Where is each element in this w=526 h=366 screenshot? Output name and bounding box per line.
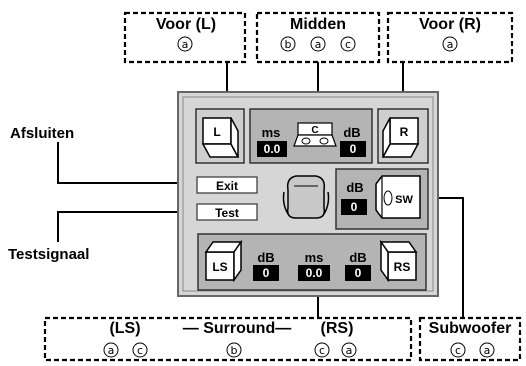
center-ms-value: 0.0 (264, 142, 281, 156)
surround-left-db-value: 0 (263, 266, 270, 280)
surround-ms-label: ms (305, 250, 324, 265)
mark-b-icon: b (280, 36, 296, 52)
svg-text:a: a (182, 38, 189, 51)
callout-front-left-title: Voor (L) (156, 16, 216, 33)
surround-ms-value: 0.0 (306, 266, 323, 280)
surround-ms-value-box[interactable] (298, 265, 330, 281)
mark-c-icon: c (340, 36, 356, 52)
test-button[interactable]: Test (196, 203, 258, 221)
callout-subwoofer-title: Subwoofer (429, 320, 512, 337)
center-speaker-label: C (311, 125, 318, 136)
center-speaker-icon[interactable]: C (293, 122, 337, 147)
callout-center-title: Midden (290, 16, 346, 33)
callout-front-left: Voor (L) a (123, 11, 247, 64)
listener-seat-icon (282, 175, 330, 219)
front-left-speaker-button[interactable]: L (195, 108, 245, 164)
surround-right-db-label: dB (349, 250, 366, 265)
mark-a-icon: a (479, 342, 495, 358)
mark-a-icon: a (442, 36, 458, 52)
center-module: ms 0.0 C dB 0 (249, 108, 373, 164)
mark-a-icon: a (341, 342, 357, 358)
settings-panel: L ms 0.0 C dB 0 R (177, 91, 439, 297)
front-right-speaker-button[interactable]: R (377, 108, 429, 164)
subwoofer-db-label: dB (346, 180, 363, 195)
mark-a-icon: a (177, 36, 193, 52)
mark-a-icon: a (103, 342, 119, 358)
subwoofer-speaker-icon: SW (375, 175, 421, 219)
mark-c-icon: c (314, 342, 330, 358)
subwoofer-module[interactable]: dB 0 SW (335, 168, 429, 230)
test-button-label: Test (215, 206, 239, 220)
center-db-value-box[interactable] (340, 141, 366, 157)
mark-c-icon: c (450, 342, 466, 358)
callout-center: Midden b a c (255, 11, 381, 64)
svg-text:a: a (346, 344, 353, 357)
svg-text:c: c (455, 344, 461, 357)
surround-right-db-value-box[interactable] (345, 265, 371, 281)
callout-surround-title: — Surround— (183, 320, 291, 337)
front-right-speaker-label: R (400, 125, 409, 139)
exit-button-label: Exit (216, 179, 238, 193)
svg-text:a: a (484, 344, 491, 357)
svg-text:c: c (319, 344, 325, 357)
svg-text:a: a (447, 38, 454, 51)
center-ms-value-box[interactable] (257, 141, 287, 157)
svg-text:c: c (137, 344, 143, 357)
surround-right-speaker-button[interactable]: RS (379, 239, 418, 283)
callout-subwoofer: Subwoofer c a (418, 316, 522, 362)
test-side-label: Testsignaal (8, 246, 89, 263)
center-db-label: dB (343, 125, 360, 140)
surround-right-speaker-label: RS (394, 260, 411, 274)
svg-text:a: a (108, 344, 115, 357)
exit-side-label: Afsluiten (10, 125, 74, 142)
callout-surround-rs-title: (RS) (321, 320, 354, 337)
surround-right-db-value: 0 (355, 266, 362, 280)
center-db-value: 0 (350, 142, 357, 156)
exit-button[interactable]: Exit (196, 176, 258, 194)
callout-surround: (LS) — Surround— (RS) a c b c a (43, 316, 413, 362)
subwoofer-speaker-label: SW (395, 194, 413, 206)
mark-a-icon: a (310, 36, 326, 52)
callout-front-right: Voor (R) a (386, 11, 514, 64)
mark-b-icon: b (226, 342, 242, 358)
svg-text:b: b (231, 344, 238, 357)
surround-left-db-value-box[interactable] (253, 265, 279, 281)
callout-surround-ls-title: (LS) (109, 320, 140, 337)
center-ms-label: ms (262, 125, 281, 140)
svg-text:c: c (345, 38, 351, 51)
svg-text:b: b (285, 38, 292, 51)
surround-left-db-label: dB (257, 250, 274, 265)
surround-module: LS dB 0 ms 0.0 dB 0 RS (197, 233, 427, 291)
mark-c-icon: c (132, 342, 148, 358)
front-left-speaker-label: L (213, 125, 220, 139)
surround-left-speaker-button[interactable]: LS (204, 239, 243, 283)
callout-front-right-title: Voor (R) (419, 16, 481, 33)
subwoofer-db-value: 0 (351, 200, 358, 214)
surround-left-speaker-label: LS (212, 260, 227, 274)
subwoofer-db-value-box[interactable] (341, 199, 367, 215)
svg-text:a: a (315, 38, 322, 51)
